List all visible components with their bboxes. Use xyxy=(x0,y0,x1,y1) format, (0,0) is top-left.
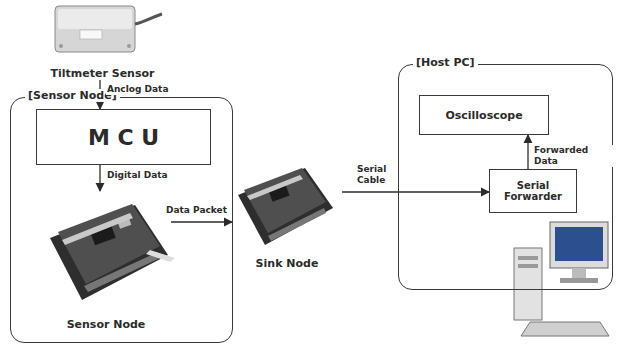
box-label: M C U xyxy=(88,125,159,150)
sensor-node-group: [Sensor Node]M C USensor Node xyxy=(10,97,233,343)
connector-arrow xyxy=(99,165,100,191)
edge-label: Digital Data xyxy=(106,170,169,181)
oscilloscope-box: Oscilloscope xyxy=(419,95,549,135)
serial-forwarder-box: Serial Forwarder xyxy=(489,169,577,213)
sensor-device: Tiltmeter Sensor xyxy=(40,0,165,80)
connector-arrow xyxy=(342,191,489,192)
sensor-node-board: Sensor Node xyxy=(41,191,171,331)
sink-node-board: Sink Node xyxy=(232,152,342,270)
host-pc-group: [Host PC]OscilloscopeSerial Forwarder xyxy=(398,64,613,290)
edge-label: Forwarded Data xyxy=(533,145,615,167)
tiltmeter-picture xyxy=(55,6,162,52)
group-title: [Host PC] xyxy=(413,56,478,69)
edge-label: Data Packet xyxy=(165,205,228,216)
mcu-box: M C U xyxy=(36,109,211,165)
device-caption: Sink Node xyxy=(232,257,342,270)
connector-arrow xyxy=(171,221,232,222)
sink-board-picture xyxy=(238,168,333,245)
computer-picture xyxy=(514,222,609,336)
edge-label: Serial Cable xyxy=(356,164,398,186)
sensor-board-picture xyxy=(50,204,175,300)
connector-arrow xyxy=(527,135,528,169)
device-caption: Tiltmeter Sensor xyxy=(40,67,165,80)
box-label: Serial Forwarder xyxy=(490,180,576,202)
box-label: Oscilloscope xyxy=(445,109,522,122)
edge-label: Anclog Data xyxy=(106,84,169,95)
device-caption: Sensor Node xyxy=(41,318,171,331)
